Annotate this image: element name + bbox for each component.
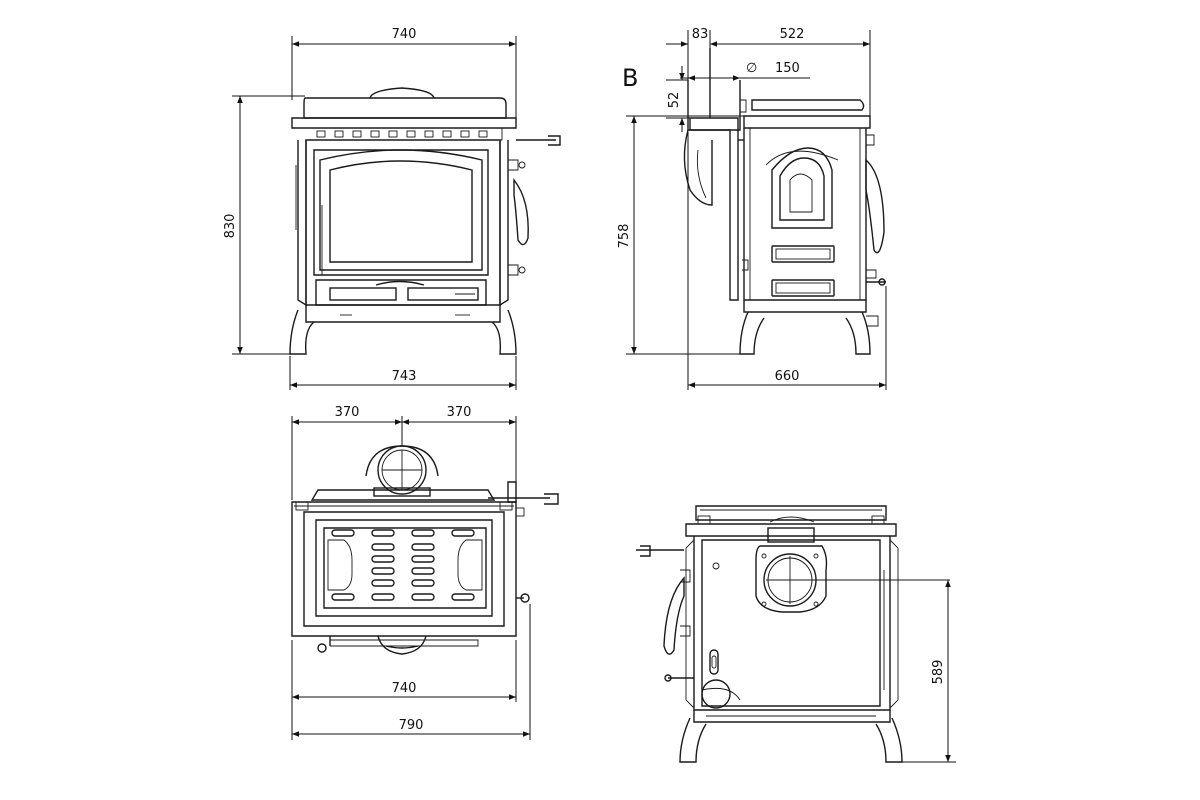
view-letter-b: B — [622, 64, 638, 92]
side-view — [683, 48, 886, 355]
dim-side-flue-diameter: 150 — [775, 61, 800, 76]
rear-dimensions: 589 — [902, 580, 956, 763]
dim-rear-flue-height: 589 — [931, 660, 946, 685]
dim-side-offset: 83 — [692, 27, 709, 42]
dim-top-width-inner: 740 — [392, 681, 417, 696]
dim-side-flue-height: 52 — [667, 92, 682, 109]
dim-top-width-outer: 790 — [399, 718, 424, 733]
diameter-symbol: ∅ — [746, 61, 757, 76]
dim-front-height: 830 — [223, 214, 238, 239]
front-view — [289, 87, 561, 355]
top-view — [291, 445, 559, 655]
dim-front-width-top: 740 — [392, 27, 417, 42]
dim-top-half-left: 370 — [335, 405, 360, 420]
dim-side-depth-bottom: 660 — [775, 369, 800, 384]
top-dimensions: 370 370 740 790 — [291, 405, 531, 740]
dim-side-height: 758 — [617, 224, 632, 249]
dim-front-width-bottom: 743 — [392, 369, 417, 384]
dim-top-half-right: 370 — [447, 405, 472, 420]
dim-side-depth-top: 522 — [780, 27, 805, 42]
side-dimensions: B 83 522 ∅ 150 52 758 660 — [617, 27, 887, 390]
rear-view — [636, 505, 950, 763]
front-dimensions: 740 830 743 — [223, 27, 517, 390]
